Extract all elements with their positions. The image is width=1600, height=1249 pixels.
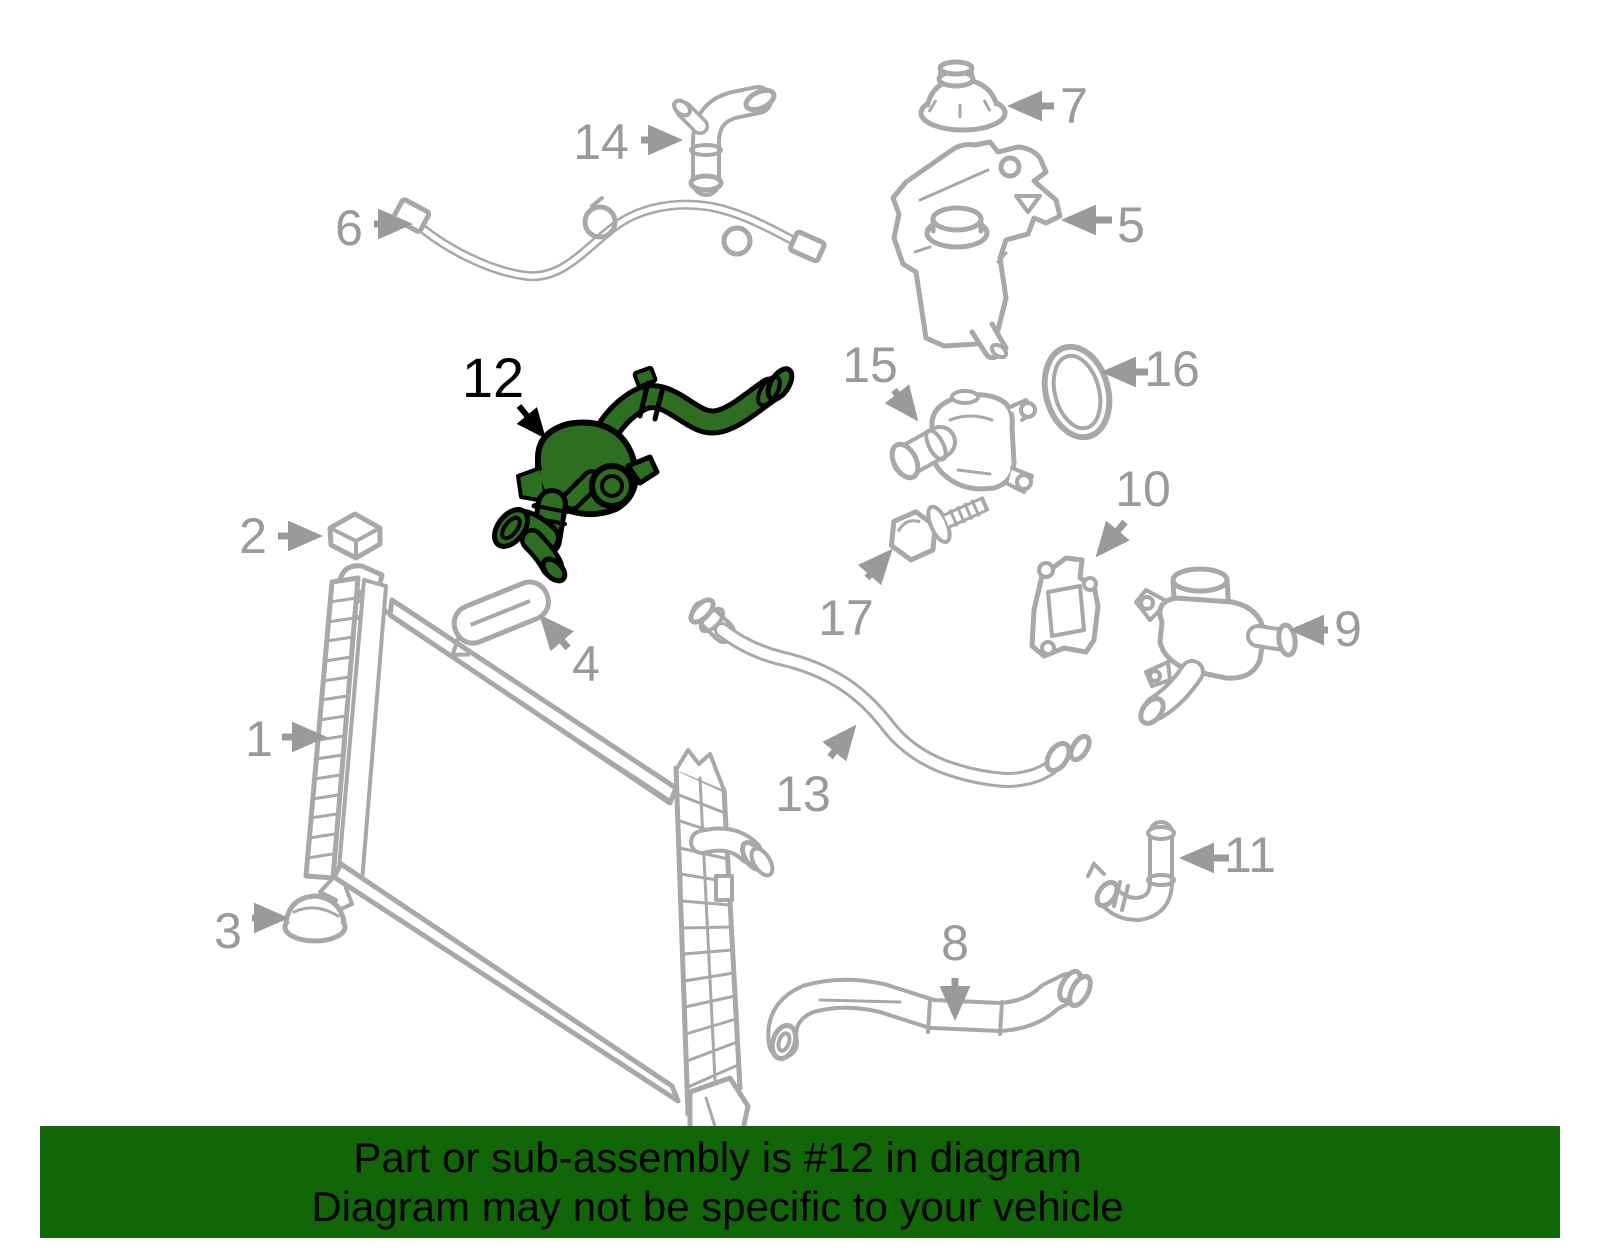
banner-line-2: Diagram may not be specific to your vehi… [311,1183,1124,1230]
part-2-clip-drawing [327,511,383,561]
callout-4-arrow-icon [539,614,574,652]
callout-10-label: 10 [1115,461,1171,517]
callout-8-label: 8 [941,915,969,971]
callout-16-label: 16 [1144,341,1200,397]
part-15-thermostat-housing-drawing [889,389,1037,494]
callout-11-label: 11 [1224,827,1276,883]
callout-10-arrow-icon [1095,519,1130,558]
part-5-reservoir-drawing [890,139,1063,361]
banner-line-1: Part or sub-assembly is #12 in diagram [353,1134,1082,1181]
part-1-radiator-drawing [303,563,775,1161]
callout-15-arrow-icon [884,384,919,422]
callout-12-label-highlighted: 12 [462,346,524,409]
part-9-water-outlet-drawing [1134,566,1298,726]
part-10-gasket-plate-drawing [1029,555,1101,659]
callouts: 1 2 3 4 5 6 7 8 9 10 11 12 13 14 15 16 1 [214,78,1362,1021]
callout-3-label: 3 [214,903,242,959]
callout-1-label: 1 [245,711,273,767]
callout-6-label: 6 [335,200,363,256]
part-11-elbow-hose-drawing [1086,820,1176,923]
callout-13-arrow-icon [822,724,857,762]
callout-4-label: 4 [572,636,600,692]
callout-13-label: 13 [775,766,831,822]
callout-15-label: 15 [842,337,898,393]
callout-7-label: 7 [1060,78,1088,134]
part-16-gasket-ring-drawing [1041,343,1113,441]
callout-17-arrow-icon [857,548,893,586]
part-17-bolt-drawing [888,495,990,563]
part-13-hose-drawing [688,597,1092,789]
part-14-elbow-fitting-drawing [672,85,777,197]
part-6-hose-drawing [391,196,827,282]
part-8-lower-tube-drawing [766,968,1093,1062]
part-7-cap-drawing [918,59,1008,133]
callout-12-arrow-icon [516,404,546,439]
part-12-highlighted-hose-assembly-drawing [492,365,795,584]
callout-2-label: 2 [239,508,267,564]
part-3-cap-drawing [282,893,348,944]
callout-9-label: 9 [1334,601,1362,657]
callout-5-label: 5 [1117,197,1145,253]
part-4-bracket-drawing [450,579,551,657]
callout-17-label: 17 [818,590,874,646]
callout-14-label: 14 [573,114,629,170]
highlight-banner: Part or sub-assembly is #12 in diagram D… [40,1126,1560,1238]
